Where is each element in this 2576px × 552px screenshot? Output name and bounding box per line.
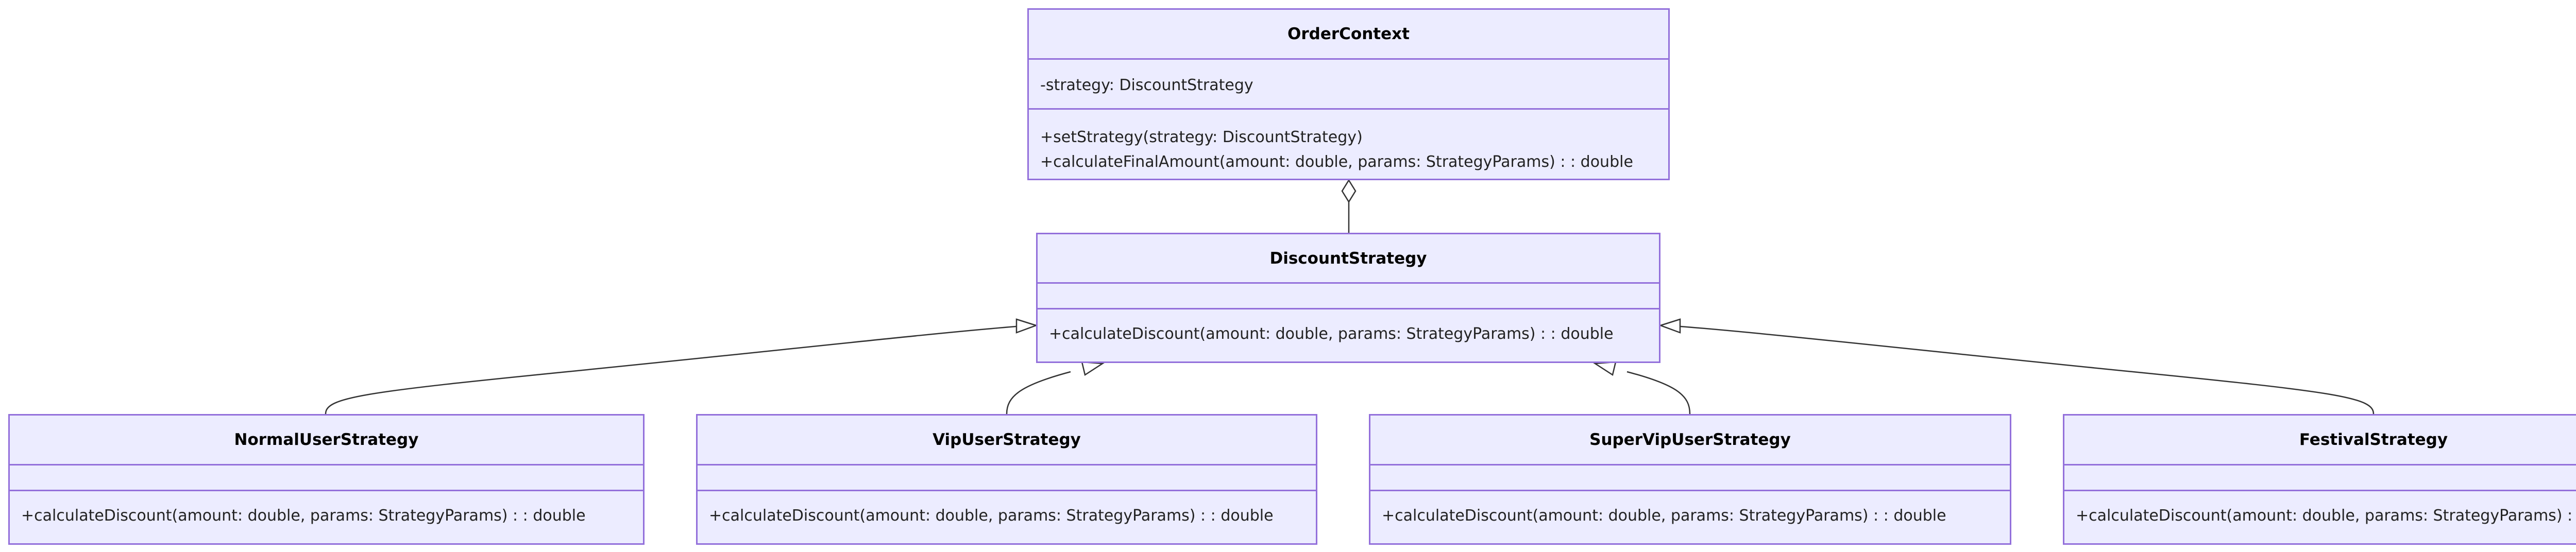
inheritance-arrow-marker [1015,318,1038,334]
attributes-section [2064,465,2576,491]
attribute-strategy: -strategy: DiscountStrategy [1040,76,1253,94]
method-set-strategy: +setStrategy(strategy: DiscountStrategy) [1040,128,1363,146]
class-box-order-context[interactable]: OrderContext -strategy: DiscountStrategy… [1027,8,1670,180]
class-name: OrderContext [1287,25,1410,43]
class-name: FestivalStrategy [2299,430,2448,449]
methods-section: +calculateDiscount(amount: double, param… [10,491,643,543]
methods-section: +calculateDiscount(amount: double, param… [698,491,1316,543]
method-calculate-discount: +calculateDiscount(amount: double, param… [709,507,1274,525]
inheritance-arrow-marker [1658,318,1681,334]
attributes-section [698,465,1316,491]
class-box-festival-strategy[interactable]: FestivalStrategy +calculateDiscount(amou… [2063,414,2576,545]
methods-section: +calculateDiscount(amount: double, param… [1038,309,1659,361]
inheritance-edge-super-vip-user [1593,361,1691,415]
class-name: VipUserStrategy [933,430,1081,449]
aggregation-edge [1341,179,1357,233]
class-name: DiscountStrategy [1269,249,1427,268]
method-calculate-discount: +calculateDiscount(amount: double, param… [1049,325,1614,343]
inheritance-arrow-marker [1081,361,1105,376]
attributes-section [10,465,643,491]
method-calculate-final-amount: +calculateFinalAmount(amount: double, pa… [1040,153,1633,171]
methods-section: +calculateDiscount(amount: double, param… [1370,491,2010,543]
method-calculate-discount: +calculateDiscount(amount: double, param… [1382,507,1946,525]
inheritance-edge-normal-user [325,318,1038,415]
class-name: NormalUserStrategy [234,430,419,449]
aggregation-diamond-marker [1341,179,1357,203]
class-name: SuperVipUserStrategy [1589,430,1791,449]
class-box-vip-user-strategy[interactable]: VipUserStrategy +calculateDiscount(amoun… [696,414,1317,545]
attributes-section [1370,465,2010,491]
methods-section: +setStrategy(strategy: DiscountStrategy)… [1029,110,1668,179]
method-calculate-discount: +calculateDiscount(amount: double, param… [21,507,586,525]
methods-section: +calculateDiscount(amount: double, param… [2064,491,2576,543]
inheritance-edge-vip-user [1006,361,1105,415]
class-box-normal-user-strategy[interactable]: NormalUserStrategy +calculateDiscount(am… [8,414,645,545]
inheritance-edge-festival [1658,318,2375,415]
attributes-section [1038,284,1659,309]
method-calculate-discount: +calculateDiscount(amount: double, param… [2076,507,2576,525]
attributes-section: -strategy: DiscountStrategy [1029,60,1668,110]
class-box-discount-strategy[interactable]: DiscountStrategy +calculateDiscount(amou… [1036,233,1660,363]
inheritance-arrow-marker [1593,361,1617,376]
class-box-super-vip-user-strategy[interactable]: SuperVipUserStrategy +calculateDiscount(… [1369,414,2011,545]
